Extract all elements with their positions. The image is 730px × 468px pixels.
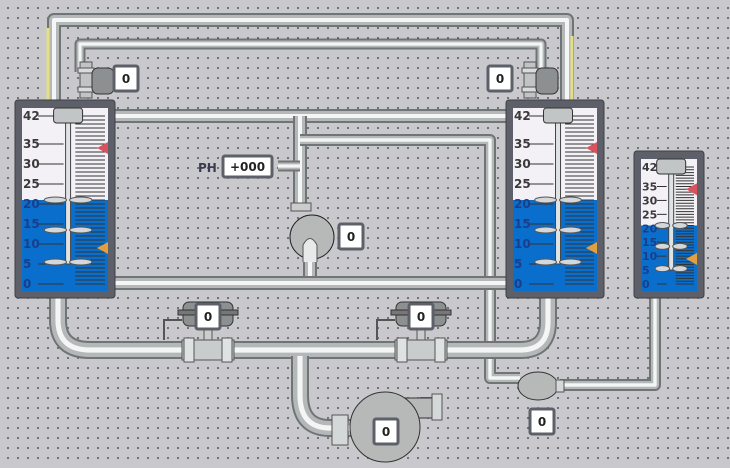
scale-label: 35: [23, 137, 40, 151]
scale-label: 5: [642, 264, 650, 277]
scale-label: 0: [23, 277, 31, 291]
small-pump-display-value: 0: [538, 415, 546, 429]
scale-label: 20: [23, 197, 40, 211]
agitator-blade-icon: [43, 258, 68, 266]
agitator-shaft: [555, 115, 562, 265]
tank-2: 42 35 30 25 20 15 10 5 0: [505, 99, 605, 299]
agitator-blade-icon: [69, 226, 93, 234]
scale-label: 25: [642, 208, 657, 221]
pipe-top-outer: [47, 13, 574, 102]
pipe-to-small-pump: [300, 134, 520, 384]
agitator-blade-icon: [559, 196, 582, 204]
valve-top-right-display[interactable]: 0: [486, 64, 514, 93]
scale-label: 35: [642, 181, 657, 194]
valve-top-left-icon[interactable]: [77, 61, 115, 99]
scale-label: 10: [514, 237, 531, 251]
scale-label: 10: [642, 250, 658, 263]
low-setpoint-marker-icon: [97, 242, 108, 254]
ph-label: PH: [198, 161, 217, 175]
low-setpoint-marker-icon: [586, 242, 597, 254]
ph-value[interactable]: +000: [230, 160, 265, 174]
scale-label: 30: [23, 157, 40, 171]
scale-label: 20: [642, 222, 658, 235]
valve-bottom-right-display-value: 0: [417, 310, 425, 324]
pipe-to-main-pump: [291, 356, 355, 437]
ph-value-box: [221, 154, 274, 179]
agitator-shaft: [668, 166, 675, 271]
scale-label: 15: [23, 217, 40, 231]
ph-readout: PH +000: [198, 154, 274, 179]
agitator-motor-icon: [656, 158, 687, 175]
main-pump-display[interactable]: 0: [372, 417, 400, 446]
small-pump-display[interactable]: 0: [528, 407, 556, 436]
agitator-blade-icon: [559, 258, 582, 266]
scale-label: 10: [23, 237, 40, 251]
high-setpoint-marker-icon: [97, 142, 108, 154]
scale-label: 35: [514, 137, 531, 151]
agitator-blade-icon: [534, 196, 558, 204]
agitator-blade-icon: [672, 265, 688, 273]
agitator-blade-icon: [654, 222, 671, 229]
scale-label: 25: [514, 177, 531, 191]
agitator-blade-icon: [534, 226, 558, 234]
tanks: 4235302520151050423530252015105042353025…: [14, 99, 705, 299]
agitator-blade-icon: [654, 242, 671, 250]
middle-pump-icon[interactable]: [289, 202, 335, 262]
pipe-network: [46, 13, 661, 437]
valve-bottom-right-display[interactable]: 0: [407, 302, 435, 331]
scale-label: 30: [642, 194, 658, 207]
equipment: 0 0 0 0 0 0 0: [77, 61, 565, 463]
pipe-bottom-header: [49, 296, 557, 359]
scale-label: 25: [23, 177, 40, 191]
small-pump-icon[interactable]: [517, 371, 565, 401]
scale-label: 30: [514, 157, 531, 171]
agitator-motor-icon: [543, 107, 574, 124]
agitator-blade-icon: [69, 258, 93, 266]
agitator-blade-icon: [654, 265, 671, 273]
pipe-top-inner: [74, 38, 547, 72]
scale-label: 42: [23, 109, 40, 123]
scale-label: 42: [642, 161, 657, 174]
valve-bottom-left-display-value: 0: [204, 310, 212, 324]
valve-top-right-display-value: 0: [496, 72, 504, 86]
agitator-blade-icon: [672, 222, 688, 229]
scale-label: 42: [514, 109, 531, 123]
pipe-to-tank-3: [560, 296, 661, 391]
scale-label: 0: [514, 277, 522, 291]
tank-1: 42 35 30 25 20 15 10 5 0: [14, 99, 116, 299]
scale-label: 15: [642, 236, 657, 249]
valve-bottom-left-display[interactable]: 0: [194, 302, 222, 331]
agitator-blade-icon: [559, 226, 582, 234]
scale-label: 0: [642, 278, 650, 291]
high-setpoint-marker-icon: [586, 142, 597, 154]
valve-top-left-display[interactable]: 0: [112, 64, 140, 93]
middle-pump-display-value: 0: [347, 230, 355, 244]
agitator-blade-icon: [43, 196, 68, 204]
agitator-blade-icon: [69, 196, 93, 204]
low-setpoint-marker-icon: [686, 252, 697, 265]
agitator-shaft: [65, 115, 72, 265]
agitator-motor-icon: [53, 107, 84, 124]
scale-label: 5: [23, 257, 31, 271]
middle-pump-display[interactable]: 0: [337, 222, 365, 251]
scale-label: 15: [514, 217, 531, 231]
agitator-blade-icon: [43, 226, 68, 234]
main-pump-display-value: 0: [382, 425, 390, 439]
high-setpoint-marker-icon: [686, 183, 697, 196]
scale-label: 20: [514, 197, 531, 211]
agitator-blade-icon: [672, 242, 688, 250]
agitator-blade-icon: [534, 258, 558, 266]
valve-top-left-display-value: 0: [122, 72, 130, 86]
scale-label: 5: [514, 257, 522, 271]
valve-top-right-icon[interactable]: [521, 61, 559, 99]
